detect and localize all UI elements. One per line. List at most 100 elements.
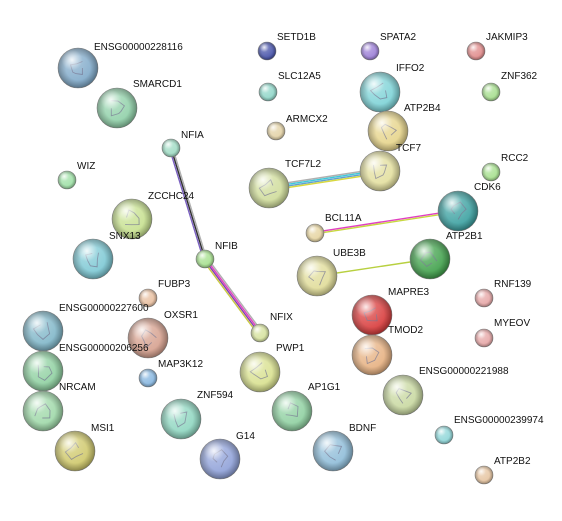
node-gloss <box>128 318 168 358</box>
edge-evidence-line <box>314 209 458 233</box>
node-label: ENSG00000228116 <box>94 42 183 53</box>
node-znf594[interactable]: ZNF594 <box>160 390 234 440</box>
node-gloss <box>306 224 324 242</box>
node-gloss <box>267 122 285 140</box>
node-gloss <box>58 171 76 189</box>
node-atp2b1[interactable]: ATP2B1 <box>409 231 483 280</box>
node-gloss <box>475 466 493 484</box>
node-gloss <box>368 111 408 151</box>
node-iffo2[interactable]: IFFO2 <box>359 63 425 113</box>
node-label: FUBP3 <box>158 279 191 290</box>
node-label: SLC12A5 <box>278 71 321 82</box>
node-setd1b[interactable]: SETD1B <box>257 32 316 61</box>
node-gloss <box>435 426 453 444</box>
node-ensg00000221988[interactable]: ENSG00000221988 <box>382 366 509 416</box>
node-oxsr1[interactable]: OXSR1 <box>127 310 198 359</box>
node-wiz[interactable]: WIZ <box>57 161 95 190</box>
node-tcf7l2[interactable]: TCF7L2 <box>248 159 322 209</box>
node-bcl11a[interactable]: BCL11A <box>305 213 362 243</box>
node-gloss <box>240 352 280 392</box>
node-label: ARMCX2 <box>286 114 328 125</box>
node-gloss <box>313 431 353 471</box>
node-nfia[interactable]: NFIA <box>161 130 204 158</box>
node-ensg00000227600[interactable]: ENSG00000227600 <box>22 303 149 352</box>
node-mapre3[interactable]: MAPRE3 <box>351 287 430 336</box>
node-label: UBE3B <box>333 248 366 259</box>
node-jakmip3[interactable]: JAKMIP3 <box>466 32 528 61</box>
node-label: ZNF594 <box>197 390 234 401</box>
node-label: JAKMIP3 <box>486 32 528 43</box>
node-label: TMOD2 <box>388 325 423 336</box>
node-ensg00000239974[interactable]: ENSG00000239974 <box>434 415 544 445</box>
node-ube3b[interactable]: UBE3B <box>296 248 366 297</box>
node-g14[interactable]: G14 <box>199 431 255 480</box>
node-slc12a5[interactable]: SLC12A5 <box>258 71 321 102</box>
edge-bcl11a-cdk6[interactable] <box>314 209 459 235</box>
node-label: BDNF <box>349 423 376 434</box>
node-fubp3[interactable]: FUBP3 <box>138 279 191 308</box>
node-label: NRCAM <box>59 382 96 393</box>
node-snx13[interactable]: SNX13 <box>72 231 141 280</box>
node-tmod2[interactable]: TMOD2 <box>351 325 423 376</box>
edge-nfia-nfib[interactable] <box>168 147 208 260</box>
node-nrcam[interactable]: NRCAM <box>22 382 96 432</box>
node-label: WIZ <box>77 161 95 172</box>
node-atp2b2[interactable]: ATP2B2 <box>474 456 531 485</box>
node-gloss <box>162 139 180 157</box>
node-nfib[interactable]: NFIB <box>195 241 238 269</box>
node-pwp1[interactable]: PWP1 <box>239 343 305 393</box>
node-gloss <box>475 289 493 307</box>
node-atp2b4[interactable]: ATP2B4 <box>367 103 441 152</box>
node-gloss <box>97 88 137 128</box>
node-gloss <box>55 431 95 471</box>
node-label: ATP2B2 <box>494 456 531 467</box>
node-ensg00000206256[interactable]: ENSG00000206256 <box>22 343 149 392</box>
node-gloss <box>161 399 201 439</box>
node-gloss <box>249 168 289 208</box>
node-label: ENSG00000239974 <box>454 415 544 426</box>
node-label: SNX13 <box>109 231 141 242</box>
node-ap1g1[interactable]: AP1G1 <box>271 382 341 432</box>
node-gloss <box>258 42 276 60</box>
edge-nfib-nfix[interactable] <box>202 257 263 335</box>
node-gloss <box>23 311 63 351</box>
node-gloss <box>200 439 240 479</box>
edge-evidence-line <box>202 260 259 335</box>
node-map3k12[interactable]: MAP3K12 <box>138 359 203 388</box>
node-label: MAP3K12 <box>158 359 203 370</box>
node-label: MSI1 <box>91 423 115 434</box>
node-cdk6[interactable]: CDK6 <box>437 182 501 232</box>
node-ensg00000228116[interactable]: ENSG00000228116 <box>57 42 183 89</box>
node-bdnf[interactable]: BDNF <box>312 423 376 472</box>
node-armcx2[interactable]: ARMCX2 <box>266 114 328 141</box>
node-spata2[interactable]: SPATA2 <box>360 32 417 61</box>
node-nfix[interactable]: NFIX <box>250 312 293 343</box>
edge-evidence-line <box>206 257 263 332</box>
edge-evidence-line <box>315 211 459 235</box>
node-label: SMARCD1 <box>133 79 182 90</box>
node-gloss <box>58 48 98 88</box>
node-gloss <box>482 163 500 181</box>
nodes-layer: ENSG00000228116 SETD1B SPATA2 JAKMIP3SMARCD… <box>22 32 544 485</box>
node-tcf7[interactable]: TCF7 <box>359 143 421 192</box>
node-label: CDK6 <box>474 182 501 193</box>
node-gloss <box>475 329 493 347</box>
node-label: ENSG00000227600 <box>59 303 149 314</box>
node-label: TCF7 <box>396 143 421 154</box>
node-msi1[interactable]: MSI1 <box>54 423 115 472</box>
node-gloss <box>259 83 277 101</box>
node-gloss <box>23 391 63 431</box>
node-rcc2[interactable]: RCC2 <box>481 153 529 182</box>
edge-evidence-line <box>205 258 262 333</box>
node-rnf139[interactable]: RNF139 <box>474 279 532 308</box>
node-label: ATP2B4 <box>404 103 441 114</box>
node-gloss <box>251 324 269 342</box>
node-label: PWP1 <box>276 343 305 354</box>
node-smarcd1[interactable]: SMARCD1 <box>96 79 182 129</box>
node-label: G14 <box>236 431 255 442</box>
node-zcchc24[interactable]: ZCCHC24 <box>111 191 195 240</box>
node-znf362[interactable]: ZNF362 <box>481 71 538 102</box>
node-myeov[interactable]: MYEOV <box>474 318 530 348</box>
node-gloss <box>297 256 337 296</box>
